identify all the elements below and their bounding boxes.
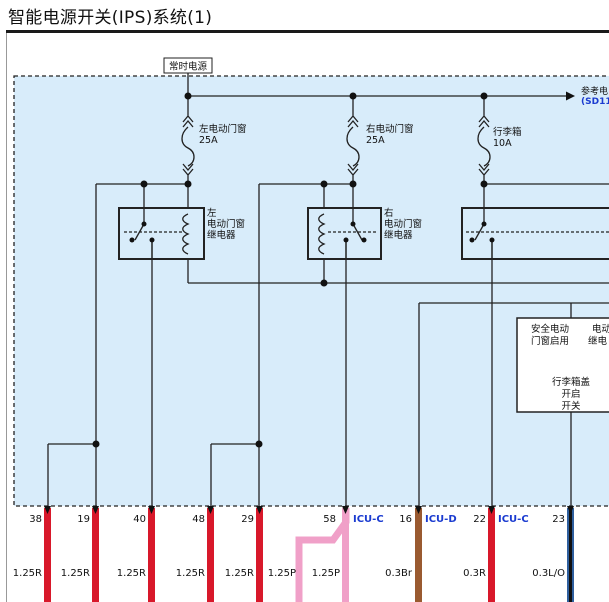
- left-relay-label: 电动门窗: [207, 218, 245, 230]
- module-wiring: [418, 302, 609, 508]
- junction-dot: [320, 279, 328, 287]
- fuse-right-name: 右电动门窗: [366, 123, 414, 135]
- right-relay-coil: [318, 213, 326, 255]
- fuse-trunk-rating: 10A: [493, 138, 512, 149]
- wire-pin-58: [342, 508, 349, 602]
- fuse-right: [346, 112, 360, 186]
- junction-dot: [480, 180, 488, 188]
- module-feature-label: 门窗启用: [531, 335, 569, 347]
- right-relay-label: 右: [384, 207, 394, 219]
- module-relay-label: 电动: [592, 323, 609, 335]
- pin-number: 38: [29, 514, 42, 525]
- junction-dot: [320, 180, 328, 188]
- pin-number: 22: [473, 514, 486, 525]
- right-relay-wiring: [210, 183, 354, 508]
- junction-dot: [349, 92, 357, 100]
- wire-spec: 1.25P: [312, 568, 340, 579]
- pin-number: 16: [399, 514, 412, 525]
- trunk-switch-label: 开关: [561, 400, 581, 412]
- page-title: 智能电源开关(IPS)系统(1): [8, 8, 213, 28]
- reference-arrow-icon: [566, 91, 575, 101]
- right-relay-contact: [328, 208, 378, 259]
- wire-spec: 1.25R: [117, 568, 146, 579]
- page-left-border: [6, 33, 7, 602]
- wire-spec: 1.25R: [225, 568, 254, 579]
- left-relay-label: 左: [207, 207, 217, 219]
- trunk-relay-contact: [466, 208, 609, 259]
- left-relay-wiring: [47, 183, 609, 508]
- connector-label: ICU-C: [498, 514, 529, 525]
- junction-dot: [480, 92, 488, 100]
- right-relay-label: 继电器: [384, 229, 413, 241]
- pin-number: 29: [241, 514, 254, 525]
- pin-number: 19: [77, 514, 90, 525]
- fuse-trunk: [477, 112, 491, 184]
- title-underline: [6, 30, 609, 33]
- wire-spec: 1.25R: [61, 568, 90, 579]
- wire-spec: 1.25P: [268, 568, 296, 579]
- fuse-left-rating: 25A: [199, 135, 218, 146]
- wire-spec: 1.25R: [176, 568, 205, 579]
- junction-dot: [349, 180, 357, 188]
- junction-dot: [140, 180, 148, 188]
- module-boundary: [13, 75, 609, 507]
- pin-number: 40: [133, 514, 146, 525]
- wire-pink-branch: [295, 508, 350, 602]
- pin-number: 23: [552, 514, 565, 525]
- wire-spec: 1.25R: [13, 568, 42, 579]
- fuse-left-name: 左电动门窗: [199, 123, 247, 135]
- wire-spec: 0.3R: [463, 568, 486, 579]
- wire-pin-38: [44, 508, 51, 602]
- wire-pin-22: [488, 508, 495, 602]
- connector-wires: [44, 508, 574, 602]
- fuse-trunk-name: 行李箱: [493, 126, 522, 138]
- junction-dot: [92, 440, 100, 448]
- power-label: 常时电源: [169, 61, 208, 73]
- trunk-switch-label: 行李箱盖: [552, 376, 591, 388]
- connector-label: ICU-C: [353, 514, 384, 525]
- module-relay-label: 继电: [588, 335, 608, 347]
- trunk-relay-box: [461, 207, 609, 260]
- left-relay-label: 继电器: [207, 229, 236, 241]
- pin-number: 58: [323, 514, 336, 525]
- wire-spec: 0.3Br: [385, 568, 413, 579]
- reference-code: (SD11: [581, 97, 609, 107]
- left-relay-coil: [182, 213, 190, 255]
- reference-label: 参考电: [581, 85, 608, 97]
- right-relay-box: [307, 207, 382, 260]
- junction-dot: [184, 180, 192, 188]
- fuse-right-rating: 25A: [366, 135, 385, 146]
- module-feature-label: 安全电动: [531, 323, 569, 335]
- module-box: [516, 317, 609, 413]
- left-relay-box: [118, 207, 205, 260]
- wire-pin-48: [207, 508, 214, 602]
- wire-spec: 0.3L/O: [532, 568, 565, 579]
- fuse-left: [181, 112, 195, 186]
- trunk-relay-wiring: [483, 183, 609, 508]
- junction-dot: [255, 440, 263, 448]
- pin-number: 48: [192, 514, 205, 525]
- connector-label: ICU-D: [425, 514, 457, 525]
- wire-pin-40: [148, 508, 155, 602]
- junction-dot: [184, 92, 192, 100]
- wire-pin-29: [256, 508, 263, 602]
- trunk-switch-label: 开启: [561, 388, 580, 400]
- wire-pin-16: [415, 508, 422, 602]
- right-relay-label: 电动门窗: [384, 218, 422, 230]
- left-relay-contact: [124, 208, 184, 259]
- connector-arrows: [44, 506, 574, 514]
- wire-pin-19: [92, 508, 99, 602]
